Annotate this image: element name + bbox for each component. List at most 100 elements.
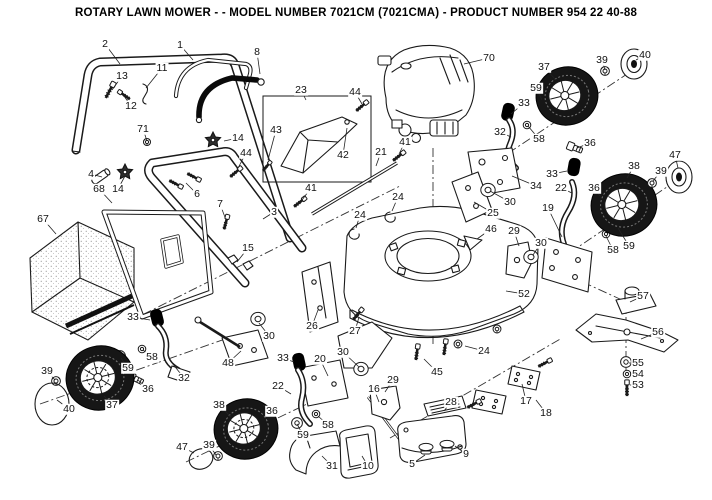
part-label-10: 10 [361,459,375,472]
part-label-47: 47 [175,440,189,453]
part-label-20: 20 [313,352,327,365]
part-label-37: 37 [537,60,551,73]
part-label-33: 33 [126,310,140,323]
part-label-36: 36 [141,382,155,395]
part-label-70: 70 [482,51,496,64]
part-label-25: 25 [486,206,500,219]
part-label-12: 12 [124,99,138,112]
bag-frame [104,212,211,317]
control-bail [196,78,264,123]
part-label-29: 29 [507,224,521,237]
hubcap-bottom-center [186,445,215,472]
part-label-36: 36 [583,136,597,149]
part-label-33: 33 [517,96,531,109]
front-brackets [114,308,348,429]
part-label-1: 1 [176,38,184,51]
diagram-title: ROTARY LAWN MOWER - - MODEL NUMBER 7021C… [74,7,638,19]
part-label-39: 39 [654,164,668,177]
handle-support-bracket [176,60,251,96]
part-label-13: 13 [115,69,129,82]
part-label-19: 19 [541,201,555,214]
part-label-67: 67 [36,212,50,225]
part-label-58: 58 [606,243,620,256]
part-label-38: 38 [627,159,641,172]
part-label-44: 44 [348,85,362,98]
part-label-39: 39 [595,53,609,66]
part-label-46: 46 [484,222,498,235]
part-label-41: 41 [304,181,318,194]
part-label-3: 3 [270,205,278,218]
part-label-56: 56 [651,325,665,338]
part-label-40: 40 [638,48,652,61]
part-label-43: 43 [269,123,283,136]
part-label-68: 68 [92,182,106,195]
grass-bag [30,222,134,340]
part-label-59: 59 [529,81,543,94]
part-label-39: 39 [40,364,54,377]
part-label-59: 59 [121,361,135,374]
part-label-15: 15 [241,241,255,254]
part-label-45: 45 [430,365,444,378]
part-label-41: 41 [398,135,412,148]
part-label-44: 44 [239,146,253,159]
part-label-4: 4 [87,167,95,180]
part-label-16: 16 [367,382,381,395]
wheel-bottom-left [59,339,140,418]
part-label-58: 58 [145,350,159,363]
part-label-24: 24 [391,190,405,203]
part-label-59: 59 [296,428,310,441]
part-label-23: 23 [294,83,308,96]
part-label-53: 53 [631,378,645,391]
part-label-36: 36 [587,181,601,194]
part-label-58: 58 [532,132,546,145]
part-label-33: 33 [276,351,290,364]
part-label-11: 11 [155,61,169,74]
part-label-5: 5 [408,457,416,470]
part-label-48: 48 [221,356,235,369]
part-label-22: 22 [554,181,568,194]
part-label-27: 27 [348,324,362,337]
engine [378,45,474,142]
part-label-29: 29 [386,373,400,386]
part-label-14: 14 [111,182,125,195]
mower-deck [338,206,538,368]
height-lever-right-lower [542,157,624,292]
lower-handle-tube [149,152,303,283]
part-label-8: 8 [253,45,261,58]
part-label-30: 30 [534,236,548,249]
part-label-26: 26 [305,319,319,332]
part-label-42: 42 [336,148,350,161]
wheel-top-right [530,60,604,131]
hubcap-right [666,161,692,193]
part-label-40: 40 [62,402,76,415]
part-label-34: 34 [529,179,543,192]
part-label-24: 24 [353,208,367,221]
part-label-36: 36 [265,404,279,417]
mount-plates [465,356,554,414]
part-label-18: 18 [539,406,553,419]
part-label-30: 30 [503,195,517,208]
chute-detail-box [227,96,371,182]
part-label-14: 14 [231,131,245,144]
part-label-54: 54 [631,367,645,380]
part-label-28: 28 [444,395,458,408]
part-label-31: 31 [325,459,339,472]
part-label-9: 9 [462,447,470,460]
part-label-71: 71 [136,122,150,135]
part-label-39: 39 [202,438,216,451]
part-label-6: 6 [193,187,201,200]
part-label-47: 47 [668,148,682,161]
part-label-59: 59 [622,239,636,252]
part-label-24: 24 [477,344,491,357]
part-label-37: 37 [105,398,119,411]
part-label-55: 55 [631,356,645,369]
handle-hardware [91,79,253,270]
part-label-30: 30 [336,345,350,358]
part-label-22: 22 [271,379,285,392]
part-label-38: 38 [212,398,226,411]
part-label-21: 21 [374,145,388,158]
wheel-right [584,167,663,243]
part-label-57: 57 [636,289,650,302]
